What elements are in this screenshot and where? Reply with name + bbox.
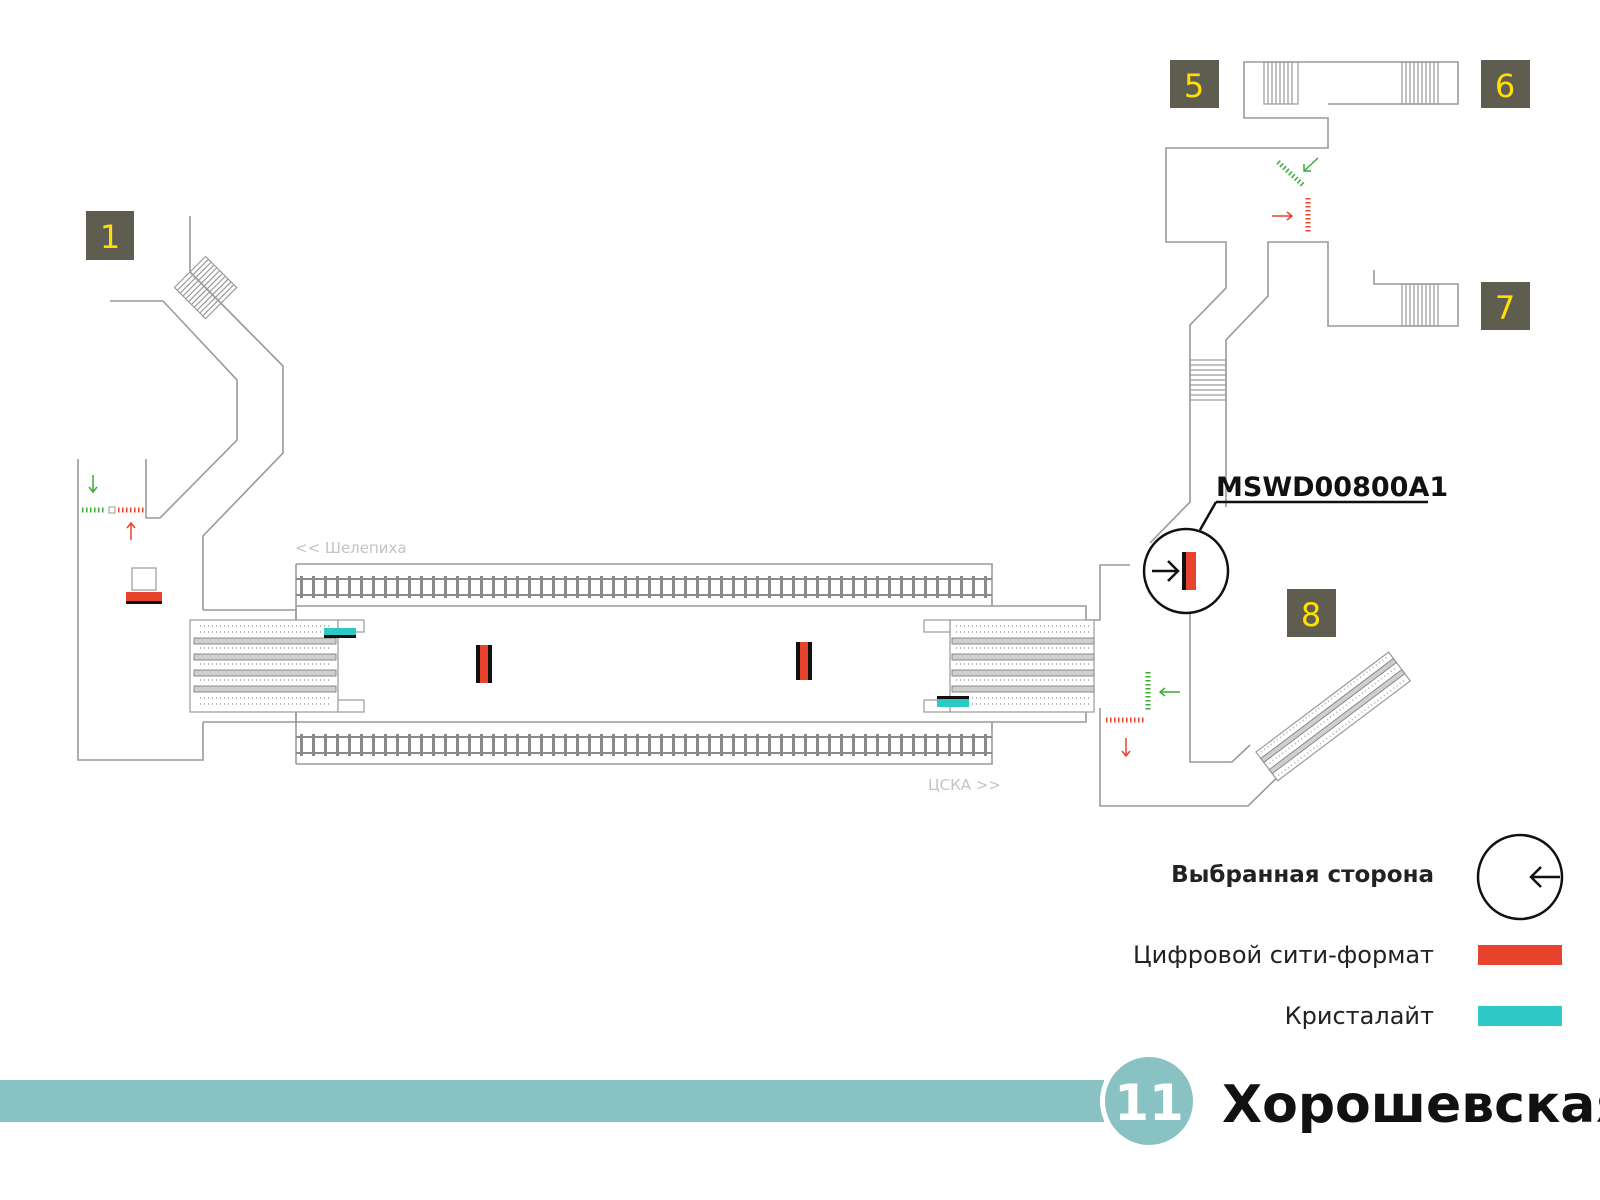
ad-crystalight-left (324, 628, 356, 638)
ad-digital-platform-2 (796, 642, 812, 680)
turnstiles-east (1106, 672, 1180, 758)
turnstiles-exit-1 (82, 475, 145, 540)
ad-digital-exit-1 (126, 567, 162, 604)
ad-digital-platform-1 (476, 645, 492, 683)
legend-selected-side-label: Выбранная сторона (1171, 862, 1434, 888)
placement-code: MSWD00800A1 (1216, 472, 1448, 503)
line-number-circle (1105, 1057, 1193, 1145)
track-bottom (296, 734, 992, 756)
exit-number-5: 5 (1184, 67, 1204, 105)
legend-digital-label: Цифровой сити-формат (1133, 941, 1434, 969)
footer: 11 Хорошевская (0, 1052, 1600, 1150)
metro-line-band (0, 1080, 1104, 1122)
ad-crystalight-right (937, 696, 969, 707)
exit-badge-1: 1 (86, 211, 134, 260)
exit-number-7: 7 (1495, 289, 1515, 327)
track-top (296, 576, 992, 598)
legend-crystalight-swatch (1478, 1006, 1562, 1026)
exit-number-6: 6 (1495, 67, 1515, 105)
exit-number-1: 1 (100, 218, 120, 256)
legend-crystalight-label: Кристалайт (1285, 1002, 1434, 1030)
selected-placement-marker[interactable] (1142, 500, 1428, 615)
legend: Выбранная сторона Цифровой сити-формат К… (1133, 833, 1564, 1030)
station-walls (77, 61, 1459, 807)
legend-digital-swatch (1478, 945, 1562, 965)
escalators-left (189, 619, 365, 713)
escalators-exit-8 (1255, 651, 1412, 782)
exit-badge-8: 8 (1287, 589, 1336, 637)
exit-badge-7: 7 (1481, 282, 1530, 330)
station-name: Хорошевская (1222, 1075, 1600, 1135)
line-number: 11 (1114, 1074, 1184, 1132)
direction-label-top: << Шелепиха (295, 539, 407, 557)
direction-label-bottom: ЦСКА >> (928, 776, 1001, 794)
arrow-left-in-circle-icon (1476, 833, 1564, 921)
turnstiles-north (1272, 157, 1319, 234)
exit-badge-5: 5 (1170, 60, 1219, 108)
exit-badge-6: 6 (1481, 60, 1530, 108)
stairs (173, 61, 1439, 401)
exit-number-8: 8 (1301, 596, 1321, 634)
